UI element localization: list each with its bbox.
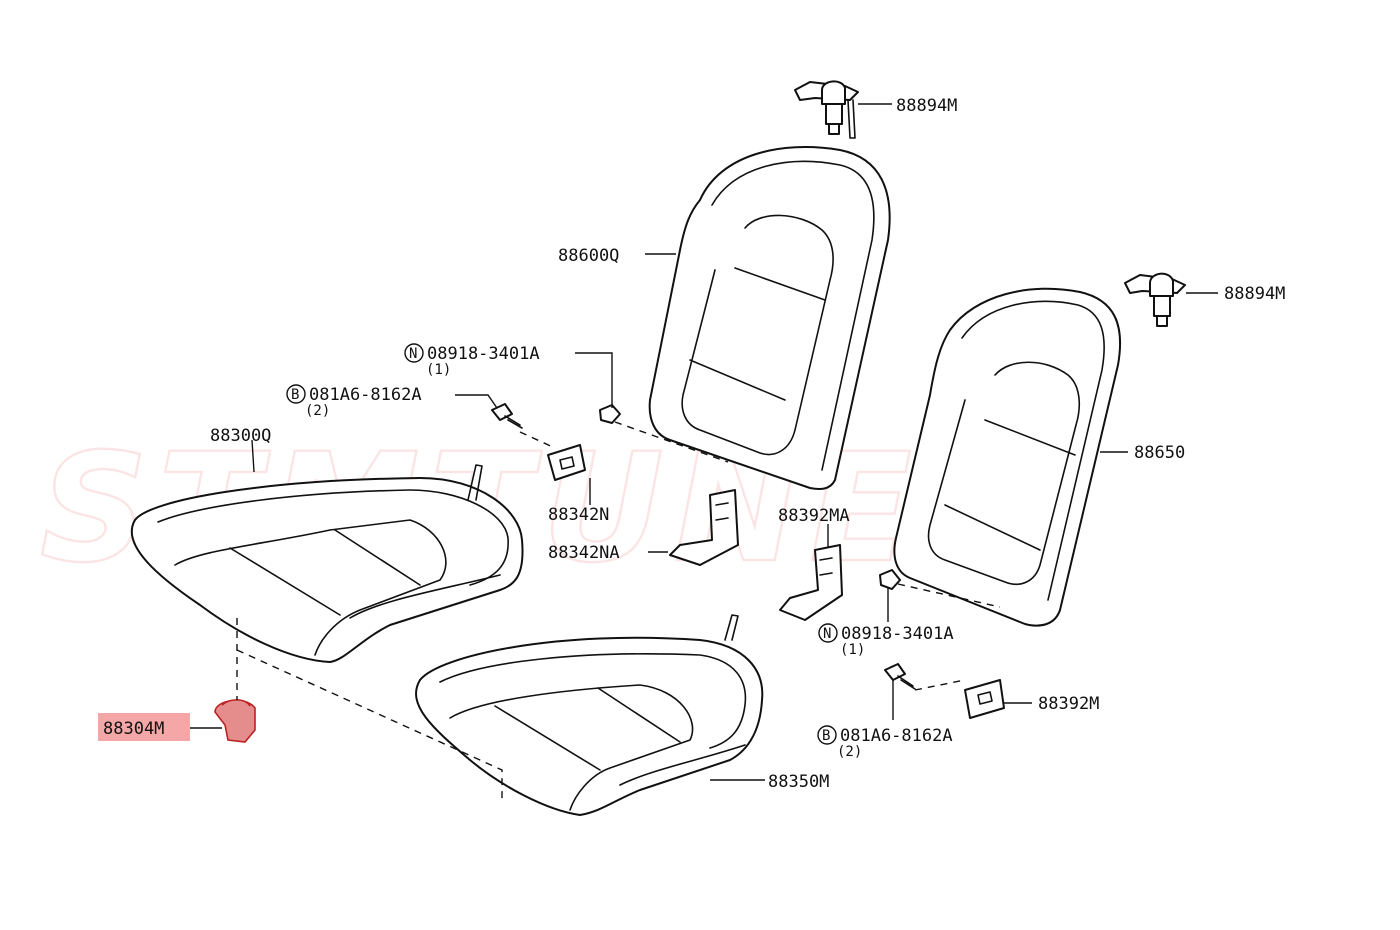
bracket-88392ma — [779, 544, 843, 621]
nut-08918-bottom — [879, 569, 901, 590]
label-081a6-8162a-top: 081A6-8162A — [309, 385, 422, 405]
clip-88304m[interactable] — [214, 699, 256, 743]
qty-08918-bottom: (1) — [840, 642, 865, 658]
seat-cushion-88350m — [415, 614, 764, 816]
leader-lines — [190, 103, 1218, 781]
label-88300q: 88300Q — [210, 426, 271, 446]
bolt-081a6-bottom — [884, 663, 916, 690]
seatback-88650 — [893, 287, 1122, 627]
label-88342n: 88342N — [548, 505, 609, 525]
n-symbol-top: N — [409, 346, 417, 362]
n-circle-bottom — [818, 623, 838, 643]
qty-081a6-bottom: (2) — [837, 744, 862, 760]
label-88600q: 88600Q — [558, 246, 619, 266]
b-symbol-top: B — [291, 387, 299, 403]
label-88350m: 88350M — [768, 772, 829, 792]
label-88392ma: 88392MA — [778, 506, 850, 526]
assembly-lines — [236, 421, 1001, 800]
highlight-88304m-box — [98, 713, 190, 741]
b-symbol-bottom: B — [822, 728, 830, 744]
qty-08918-top: (1) — [426, 362, 451, 378]
nut-08918-top — [599, 404, 621, 424]
b-circle-top — [286, 384, 306, 404]
label-88304m[interactable]: 88304M — [103, 719, 164, 739]
n-circle-top — [404, 343, 424, 363]
n-symbol-bottom: N — [823, 626, 831, 642]
label-88894m-right: 88894M — [1224, 284, 1285, 304]
seat-cushion-88300q — [130, 464, 524, 663]
qty-081a6-top: (2) — [305, 403, 330, 419]
label-88342na: 88342NA — [548, 543, 620, 563]
bracket-88342na — [669, 489, 739, 566]
label-88650: 88650 — [1134, 443, 1185, 463]
label-88392m: 88392M — [1038, 694, 1099, 714]
bracket-88342n — [547, 444, 586, 481]
b-circle-bottom — [817, 725, 837, 745]
seatback-88600q — [648, 146, 891, 490]
headrest-guide-88894m-top — [794, 80, 859, 139]
label-08918-3401a-bottom: 08918-3401A — [841, 624, 954, 644]
label-88894m-top: 88894M — [896, 96, 957, 116]
bracket-88392m — [964, 679, 1005, 719]
label-08918-3401a-top: 08918-3401A — [427, 344, 540, 364]
headrest-guide-88894m-right — [1124, 272, 1186, 327]
label-081a6-8162a-bottom: 081A6-8162A — [840, 726, 953, 746]
